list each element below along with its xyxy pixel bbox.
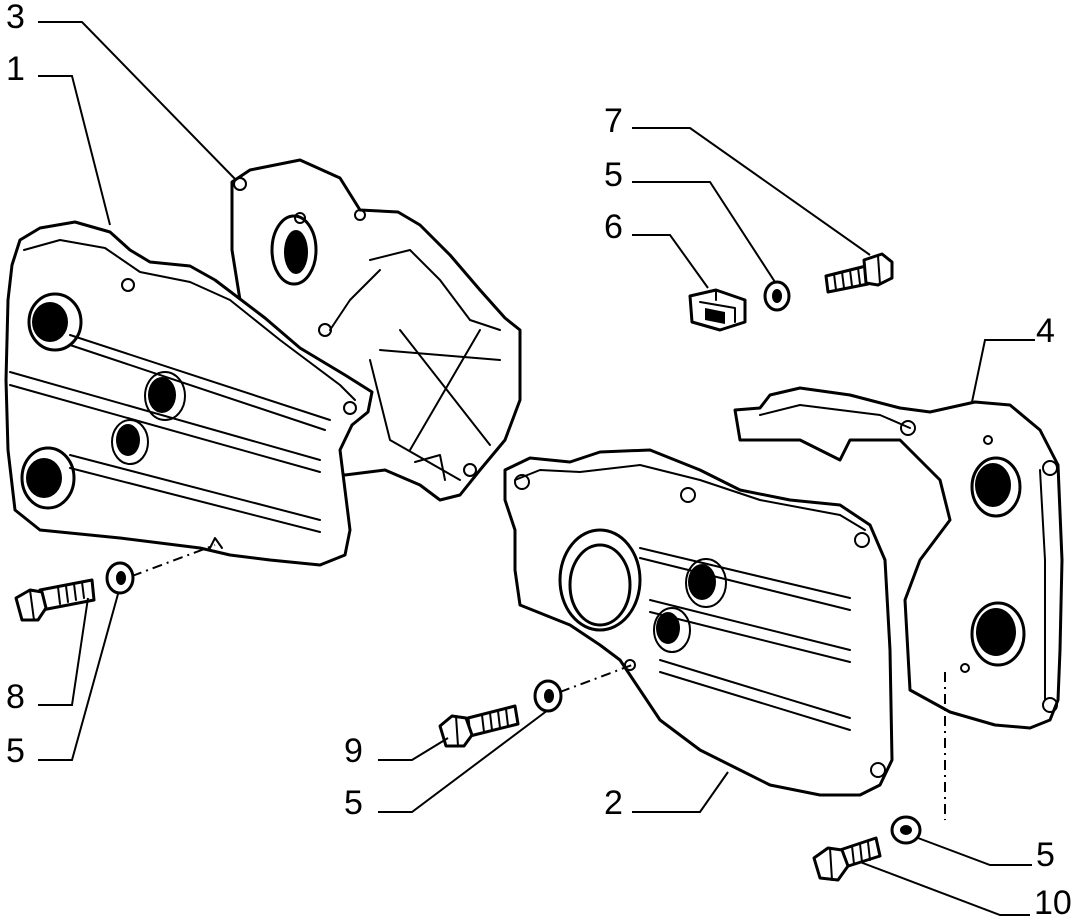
callout-5: 5 <box>344 784 363 822</box>
callout-8: 8 <box>6 678 25 716</box>
callout-9: 9 <box>344 732 363 770</box>
part-4-rear-cover <box>733 386 1064 730</box>
callout-6: 6 <box>604 208 623 246</box>
part-5-washer-left <box>105 561 135 595</box>
callout-1: 1 <box>6 50 25 88</box>
part-5-washer-center <box>533 679 563 713</box>
part-8-bolt <box>14 578 96 622</box>
part-1-front-cover <box>4 220 374 567</box>
part-5-washer-bottom <box>890 815 922 845</box>
part-3-inner-cover <box>230 158 522 502</box>
callout-5: 5 <box>1036 836 1055 874</box>
callout-5: 5 <box>604 156 623 194</box>
callout-3: 3 <box>6 0 25 36</box>
part-10-bolt <box>812 836 882 882</box>
callout-10: 10 <box>1034 884 1072 922</box>
callout-4: 4 <box>1036 312 1055 350</box>
callout-7: 7 <box>604 102 623 140</box>
part-2-front-lower-cover <box>503 448 894 797</box>
part-6-clip-nut <box>688 288 747 332</box>
assembly-axis-lines <box>131 544 946 820</box>
part-9-bolt <box>438 704 520 748</box>
part-5-washer-top <box>763 280 791 312</box>
callout-leader-lines <box>38 21 1035 916</box>
callout-5: 5 <box>6 732 25 770</box>
part-7-bolt <box>824 252 894 294</box>
callout-2: 2 <box>604 784 623 822</box>
